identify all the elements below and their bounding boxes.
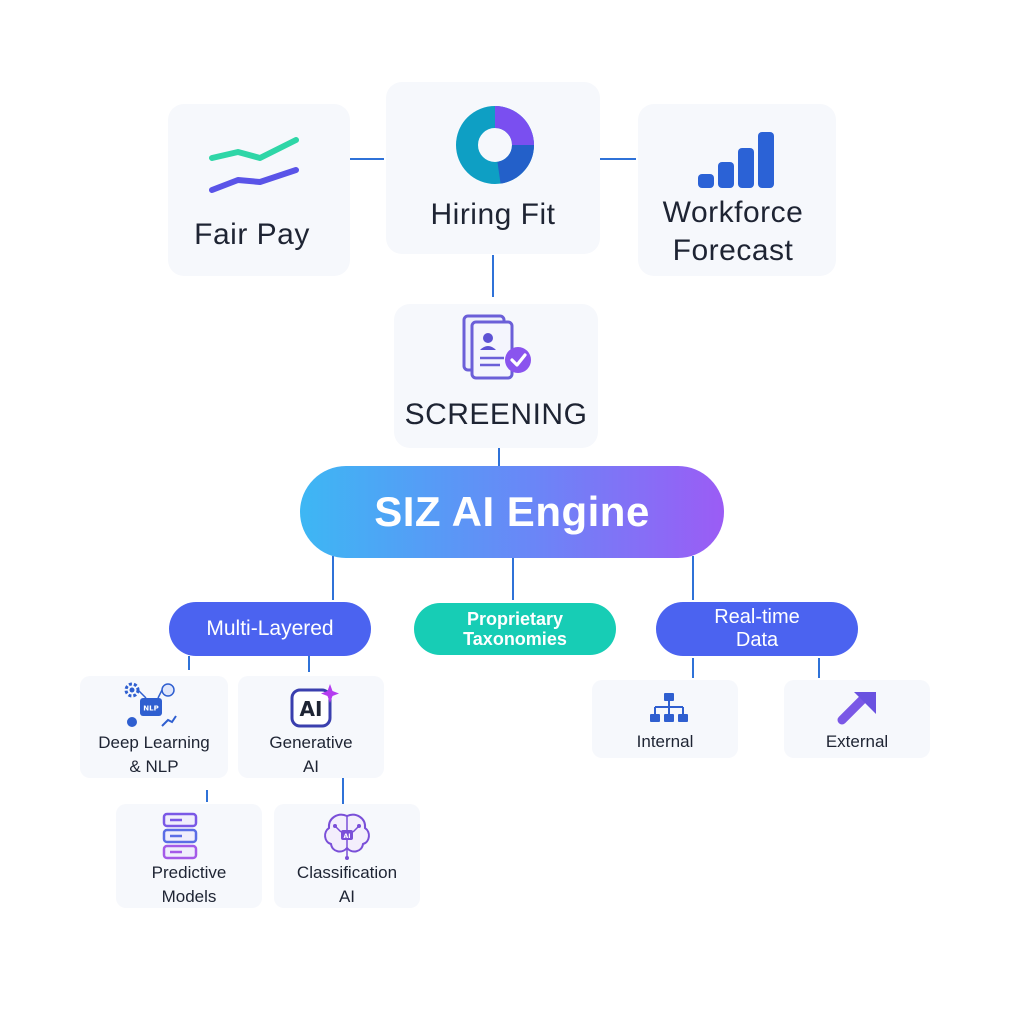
hierarchy-icon: [650, 693, 688, 722]
connector-screening-engine: [498, 448, 500, 466]
fair-pay-label: Fair Pay: [194, 218, 310, 251]
connector-generative-classification: [342, 778, 344, 804]
connector-engine-realtime: [692, 556, 694, 600]
workforce-label-line1: Workforce: [662, 196, 804, 229]
predictive-label-line1: Predictive: [151, 863, 227, 882]
realtime-label-line1: Real-time: [714, 606, 800, 628]
deep-learning-card[interactable]: NLP Deep Learning & NLP: [80, 676, 228, 778]
deep-learning-label-line1: Deep Learning: [98, 733, 210, 752]
hiring-fit-card[interactable]: Hiring Fit: [386, 82, 600, 254]
generative-ai-card[interactable]: AI Generative AI: [238, 676, 384, 778]
predictive-label-line2: Models: [161, 887, 217, 906]
resume-check-icon: [462, 314, 531, 380]
connector-hiringfit-workforce: [600, 158, 636, 160]
internal-label: Internal: [636, 732, 694, 751]
multi-layered-pill[interactable]: Multi-Layered: [169, 602, 371, 656]
server-stack-icon: [162, 812, 198, 860]
workforce-forecast-card[interactable]: Workforce Forecast: [638, 104, 836, 276]
predictive-models-card[interactable]: Predictive Models: [116, 804, 262, 908]
proprietary-taxonomies-pill[interactable]: Proprietary Taxonomies: [414, 603, 616, 655]
nlp-chip-icon: NLP: [124, 682, 177, 727]
connector-multilayered-generative: [308, 656, 310, 672]
internal-card[interactable]: Internal: [592, 680, 738, 758]
arrow-up-right-icon: [837, 692, 876, 725]
classification-ai-card[interactable]: AI Classification AI: [274, 804, 420, 908]
fair-pay-card[interactable]: Fair Pay: [168, 104, 350, 276]
connector-multilayered-deeplearning: [188, 656, 190, 670]
external-label: External: [825, 732, 889, 751]
connector-realtime-internal: [692, 658, 694, 678]
connector-fairpay-hiringfit: [348, 158, 384, 160]
connector-hiringfit-screening: [492, 255, 494, 297]
realtime-data-pill[interactable]: Real-time Data: [656, 602, 858, 656]
connector-realtime-external: [818, 658, 820, 678]
svg-text:AI: AI: [300, 697, 323, 721]
trend-lines-icon: [209, 137, 299, 193]
connector-engine-proprietary: [512, 556, 514, 600]
external-card[interactable]: External: [784, 680, 930, 758]
connector-deeplearning-predictive: [206, 790, 208, 802]
ai-sparkle-icon: AI: [290, 684, 339, 728]
deep-learning-label-line2: & NLP: [129, 757, 179, 776]
bar-chart-icon: [698, 132, 774, 188]
realtime-label-line2: Data: [735, 629, 779, 651]
connector-engine-multilayered: [332, 556, 334, 600]
classification-label-line1: Classification: [296, 863, 398, 882]
svg-text:NLP: NLP: [143, 705, 158, 713]
screening-card[interactable]: SCREENING: [394, 304, 598, 448]
donut-chart-icon: [456, 106, 534, 184]
screening-label: SCREENING: [404, 398, 588, 431]
svg-text:AI: AI: [344, 833, 351, 840]
engine-title: SIZ AI Engine: [374, 488, 650, 535]
proprietary-label-line1: Proprietary: [466, 609, 564, 629]
generative-label-line2: AI: [302, 757, 320, 776]
multi-layered-label: Multi-Layered: [206, 617, 334, 640]
generative-label-line1: Generative: [269, 733, 353, 752]
siz-ai-engine-pill[interactable]: SIZ AI Engine: [300, 466, 724, 558]
workforce-label-line2: Forecast: [672, 234, 794, 267]
brain-circuit-icon: AI: [324, 813, 370, 860]
proprietary-label-line2: Taxonomies: [463, 629, 567, 649]
hiring-fit-label: Hiring Fit: [430, 198, 556, 231]
classification-label-line2: AI: [338, 887, 356, 906]
